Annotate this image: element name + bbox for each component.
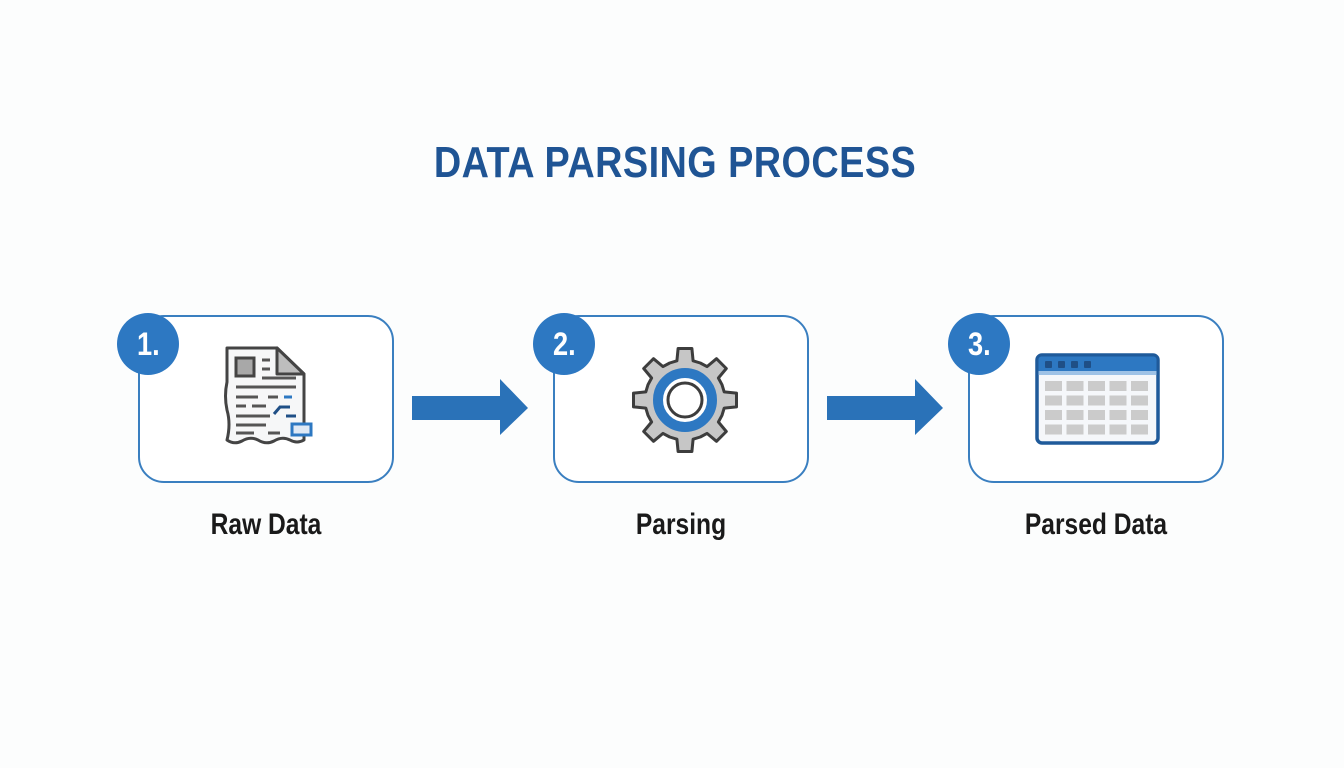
- arrow-right-icon: [827, 379, 943, 435]
- table-cell: [1088, 395, 1105, 406]
- arrow-right-icon: [412, 379, 528, 435]
- step-number: 1.: [136, 325, 160, 362]
- header-dot: [1071, 361, 1078, 368]
- step-label: Parsing: [635, 508, 727, 541]
- step-number-badge: 2.: [533, 313, 595, 375]
- table-cell: [1088, 410, 1105, 420]
- table-cell: [1088, 381, 1105, 391]
- header-dot: [1045, 361, 1052, 368]
- gear-icon: [632, 347, 738, 453]
- table-cell: [1066, 410, 1084, 420]
- header-dot: [1058, 361, 1065, 368]
- step-number: 2.: [552, 325, 576, 362]
- document-icon: [224, 346, 313, 445]
- table-cell: [1045, 410, 1062, 420]
- table-cell: [1109, 410, 1127, 420]
- table-cell: [1131, 395, 1148, 406]
- step-number: 3.: [967, 325, 991, 362]
- step-number-badge: 1.: [117, 313, 179, 375]
- step-label: Raw Data: [210, 508, 322, 541]
- table-cell: [1131, 424, 1148, 435]
- table-cell: [1131, 410, 1148, 420]
- table-cell: [1045, 381, 1062, 391]
- table-cell: [1088, 424, 1105, 435]
- header-dot: [1084, 361, 1091, 368]
- table-cell: [1109, 381, 1127, 391]
- step-label: Parsed Data: [1024, 508, 1168, 541]
- table-cell: [1109, 424, 1127, 435]
- table-cell: [1066, 395, 1084, 406]
- table-icon: [1035, 353, 1160, 445]
- diagram-title: DATA PARSING PROCESS: [433, 138, 917, 187]
- table-cell: [1109, 395, 1127, 406]
- table-cell: [1045, 424, 1062, 435]
- table-cell: [1066, 424, 1084, 435]
- step-number-badge: 3.: [948, 313, 1010, 375]
- table-cell: [1131, 381, 1148, 391]
- table-cell: [1045, 395, 1062, 406]
- table-cell: [1066, 381, 1084, 391]
